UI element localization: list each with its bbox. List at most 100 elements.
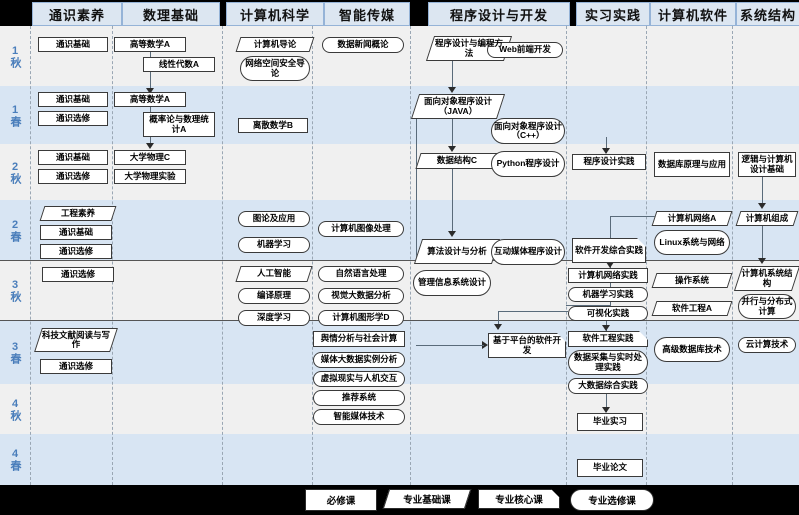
flow-connector-23 [482,341,488,349]
course-node[interactable]: 虚拟现实与人机交互 [313,371,405,387]
course-node[interactable]: 机器学习 [238,237,310,253]
column-header-4[interactable]: 智能传媒 [324,2,410,26]
course-node[interactable]: 逻辑与计算机设计基础 [738,152,796,177]
legend-label: 专业选修课 [588,496,636,507]
course-node[interactable]: 毕业论文 [577,459,643,477]
course-node[interactable]: 软件工程A [651,301,733,316]
column-header-2[interactable]: 数理基础 [122,2,220,26]
course-node[interactable]: 深度学习 [238,310,310,326]
course-node[interactable]: 程序设计与编程方法 [425,36,513,61]
course-label: 数据结构C [436,155,478,166]
course-node[interactable]: 高等数学A [114,92,186,107]
course-node[interactable]: 通识基础 [38,92,108,107]
course-node[interactable]: 推荐系统 [313,390,405,406]
course-node[interactable]: 线性代数A [143,57,215,72]
course-node[interactable]: 智能媒体技术 [313,409,405,425]
legend-item-4[interactable]: 专业选修课 [570,489,654,511]
course-node[interactable]: 计算机图像处理 [318,221,404,237]
term-label-4: 2春 [9,218,21,242]
legend-item-3[interactable]: 专业核心课 [478,489,560,509]
course-node[interactable]: 通识选修 [38,169,108,184]
legend-item-1[interactable]: 必修课 [305,489,377,511]
course-node[interactable]: 媒体大数据实例分析 [313,352,405,368]
course-node[interactable]: 图论及应用 [238,211,310,227]
course-node[interactable]: 编译原理 [238,288,310,304]
course-node[interactable]: 高等数学A [114,37,186,52]
course-node[interactable]: 操作系统 [651,273,733,288]
legend-item-2[interactable]: 专业基础课 [382,489,472,509]
course-label: Linux系统与网络 [659,236,725,247]
course-node[interactable]: 管理信息系统设计 [413,270,491,296]
flow-connector-11 [762,177,764,207]
course-node[interactable]: 数据结构C [415,153,499,169]
column-header-3[interactable]: 计算机科学 [226,2,324,26]
course-node[interactable]: 工程素养 [39,206,117,221]
course-node[interactable]: 高级数据库技术 [654,337,730,362]
course-node[interactable]: 计算机组成 [735,211,799,226]
course-node[interactable]: 计算机网络A [651,211,733,226]
course-node[interactable]: Linux系统与网络 [654,230,730,255]
column-header-8[interactable]: 系统结构 [736,2,799,26]
course-node[interactable]: 数据库原理与应用 [654,152,730,177]
course-node[interactable]: 云计算技术 [738,337,796,353]
course-node[interactable]: 通识选修 [42,267,114,282]
course-node[interactable]: 通识基础 [40,225,112,240]
course-node[interactable]: 数据采集与实时处理实践 [568,350,648,375]
course-node[interactable]: 并行与分布式计算 [738,294,796,319]
course-node[interactable]: 自然语言处理 [318,266,404,282]
course-label: 自然语言处理 [335,268,387,279]
course-node[interactable]: 大数据综合实践 [568,378,648,394]
course-node[interactable]: 程序设计实践 [572,154,646,170]
course-label: 通识选修 [60,268,95,279]
column-header-7[interactable]: 计算机软件 [650,2,736,26]
course-label: 概率论与数理统计A [149,114,209,134]
course-node[interactable]: 算法设计与分析 [413,239,501,264]
course-label: 编译原理 [256,290,291,301]
course-node[interactable]: 互动媒体程序设计 [491,239,565,265]
term-label-6: 3春 [9,340,21,364]
column-header-6[interactable]: 实习实践 [576,2,650,26]
course-node[interactable]: 软件开发综合实践 [572,238,646,263]
course-label: 图论及应用 [252,213,296,224]
course-node[interactable]: Python程序设计 [491,151,565,177]
course-node[interactable]: 人工智能 [235,266,313,282]
course-node[interactable]: 网络空间安全导论 [240,56,310,81]
column-header-1[interactable]: 通识素养 [32,2,122,26]
course-node[interactable]: 计算机网络实践 [568,268,648,283]
course-node[interactable]: 通识选修 [40,244,112,259]
course-node[interactable]: 面向对象程序设计（C++） [491,118,565,144]
course-node[interactable]: 科技文献阅读与写作 [34,328,118,352]
course-node[interactable]: 视觉大数据分析 [318,288,404,304]
course-node[interactable]: 计算机系统结构 [733,266,799,291]
column-header-5[interactable]: 程序设计与开发 [428,2,570,26]
course-node[interactable]: 机器学习实践 [568,287,648,302]
course-node[interactable]: 数据新闻概论 [322,37,404,53]
course-node[interactable]: 面向对象程序设计（JAVA） [410,94,506,119]
course-node[interactable]: 概率论与数理统计A [143,112,215,137]
course-node[interactable]: 计算机图形学D [318,310,404,326]
course-node[interactable]: 离散数学B [238,118,308,133]
course-label: 管理信息系统设计 [417,277,486,288]
course-node[interactable]: 通识基础 [38,37,108,52]
course-node[interactable]: 通识基础 [38,150,108,165]
course-node[interactable]: 通识选修 [38,111,108,126]
course-label: 可视化实践 [586,307,630,318]
course-node[interactable]: 通识选修 [40,359,112,374]
course-node[interactable]: 计算机导论 [235,37,315,52]
course-node[interactable]: 大学物理实验 [114,169,186,184]
course-label: Python程序设计 [496,158,560,169]
column-divider-6 [566,26,567,485]
course-node[interactable]: 舆情分析与社会计算 [313,331,405,347]
flow-connector-6 [448,87,456,93]
course-label: 虚拟现实与人机交互 [320,373,398,384]
flow-connector-4 [146,143,154,149]
flow-connector-22 [416,107,418,264]
course-node[interactable]: 基于平台的软件开发 [488,333,566,358]
course-node[interactable]: 可视化实践 [568,306,648,321]
flow-connector-12 [758,203,766,209]
course-node[interactable]: 毕业实习 [577,413,643,431]
course-node[interactable]: 大学物理C [114,150,186,165]
course-node[interactable]: 软件工程实践 [568,331,648,347]
course-node[interactable]: Web前端开发 [487,42,563,58]
